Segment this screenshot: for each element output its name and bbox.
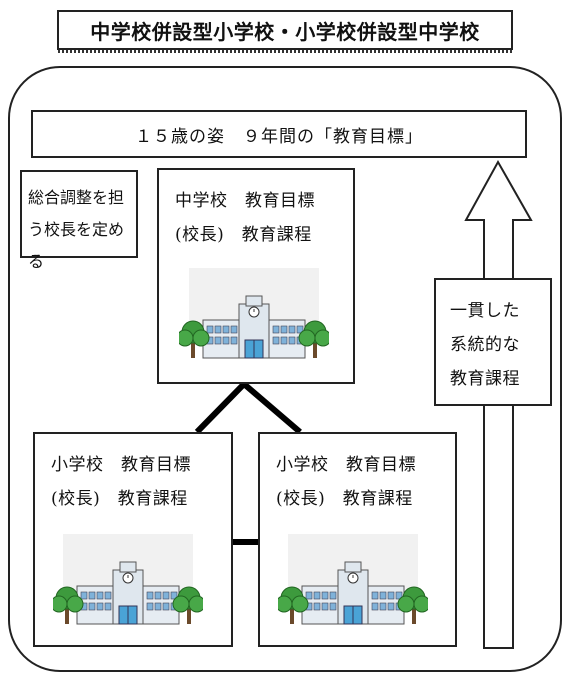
diagram-title: 中学校併設型小学校・小学校併設型中学校 [57,10,513,53]
school-building-icon [278,534,428,625]
consistent-line-2: 系統的な [450,335,520,355]
junior-high-curriculum-label: (校長) 教育課程 [175,225,312,245]
elementary-1-curriculum-label: (校長) 教育課程 [51,489,188,509]
education-goal-box: １５歳の姿 ９年間の「教育目標」 [31,110,527,158]
school-building-icon [179,268,329,359]
elementary-2-curriculum-label: (校長) 教育課程 [276,489,413,509]
coordination-line-2: う校長を定める [28,220,125,271]
consistent-line-3: 教育課程 [450,369,520,389]
junior-high-goal-label: 中学校 教育目標 [175,191,315,211]
consistent-line-1: 一貫した [450,301,520,321]
junior-high-school-box: 中学校 教育目標 (校長) 教育課程 [157,168,355,384]
school-building-icon [53,534,203,625]
elementary-school-box-2: 小学校 教育目標 (校長) 教育課程 [258,432,457,647]
consistent-curriculum-box: 一貫した 系統的な 教育課程 [434,278,552,406]
elementary-school-box-1: 小学校 教育目標 (校長) 教育課程 [33,432,233,647]
outer-rounded-frame [8,66,562,672]
elementary-2-goal-label: 小学校 教育目標 [276,455,416,475]
coordination-principal-box: 総合調整を担 う校長を定める [20,170,138,271]
coordination-line-1: 総合調整を担 [28,188,125,207]
elementary-1-goal-label: 小学校 教育目標 [51,455,191,475]
